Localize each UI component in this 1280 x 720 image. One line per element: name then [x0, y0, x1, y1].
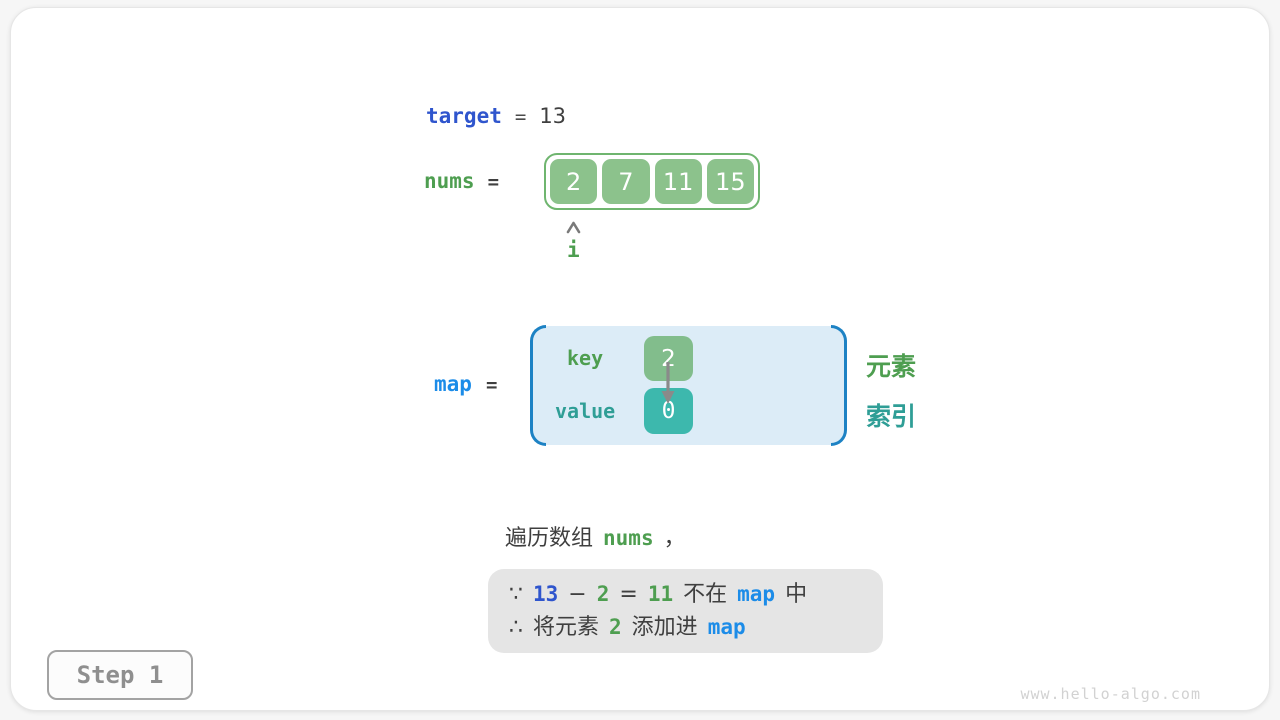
right-bracket-icon [831, 325, 847, 446]
caption-sentence: 遍历数组 nums ， [505, 520, 686, 552]
array-cell: 2 [550, 159, 598, 204]
map-value-label: value [555, 399, 616, 423]
because-symbol: ∵ [509, 582, 523, 607]
map-key-label: key [567, 346, 604, 370]
therefore-symbol: ∴ [509, 615, 523, 640]
left-bracket-icon [530, 325, 546, 446]
array-cell: 7 [602, 159, 650, 204]
index-pointer-label: i [567, 238, 580, 262]
note-difference-value: 11 [647, 582, 674, 606]
caption-nums-code: nums [603, 526, 654, 550]
map-assignment: map = [434, 372, 497, 396]
minus-sign: − [568, 582, 587, 607]
note-line-because: ∵ 13 − 2 = 11 不在 map 中 [509, 578, 883, 611]
note-element-value: 2 [596, 582, 610, 606]
nums-equals-sign: = [487, 171, 500, 193]
note-text-add-suffix: 添加进 [631, 615, 698, 640]
nums-array: 2 7 11 15 [544, 153, 760, 210]
array-cell: 11 [654, 159, 702, 204]
step-badge: Step 1 [47, 650, 193, 700]
map-equals-sign: = [485, 374, 498, 396]
caption-prefix: 遍历数组 [505, 526, 594, 551]
index-side-label: 索引 [866, 402, 917, 431]
note-map-code: map [707, 615, 746, 639]
target-value: 13 [539, 104, 567, 128]
note-added-value: 2 [609, 615, 622, 639]
note-text-in-suffix: 中 [785, 582, 808, 607]
note-equals-sign: = [619, 582, 638, 607]
note-map-code: map [737, 582, 776, 606]
caption-suffix: ， [663, 526, 686, 551]
target-equals-sign: = [514, 106, 527, 128]
nums-label: nums [424, 169, 475, 193]
array-cell: 15 [706, 159, 754, 204]
nums-assignment: nums = [424, 169, 499, 193]
map-container: key value 2 0 [530, 325, 847, 446]
note-text-add-prefix: 将元素 [533, 615, 600, 640]
site-watermark: www.hello-algo.com [1020, 685, 1201, 703]
reasoning-note: ∵ 13 − 2 = 11 不在 map 中 ∴ 将元素 2 添加进 map [488, 569, 883, 653]
note-line-therefore: ∴ 将元素 2 添加进 map [509, 611, 883, 644]
step-badge-label: Step 1 [76, 661, 164, 689]
pointer-caret-icon [565, 219, 582, 238]
key-to-value-arrow-icon [659, 360, 677, 410]
figure-card: target = 13 nums = 2 7 11 15 i map = key [10, 7, 1270, 711]
target-assignment: target = 13 [426, 104, 566, 128]
note-text-not-in: 不在 [683, 582, 728, 607]
map-label: map [434, 372, 472, 396]
element-side-label: 元素 [866, 352, 917, 381]
target-label: target [426, 104, 502, 128]
note-target-value: 13 [533, 582, 559, 606]
